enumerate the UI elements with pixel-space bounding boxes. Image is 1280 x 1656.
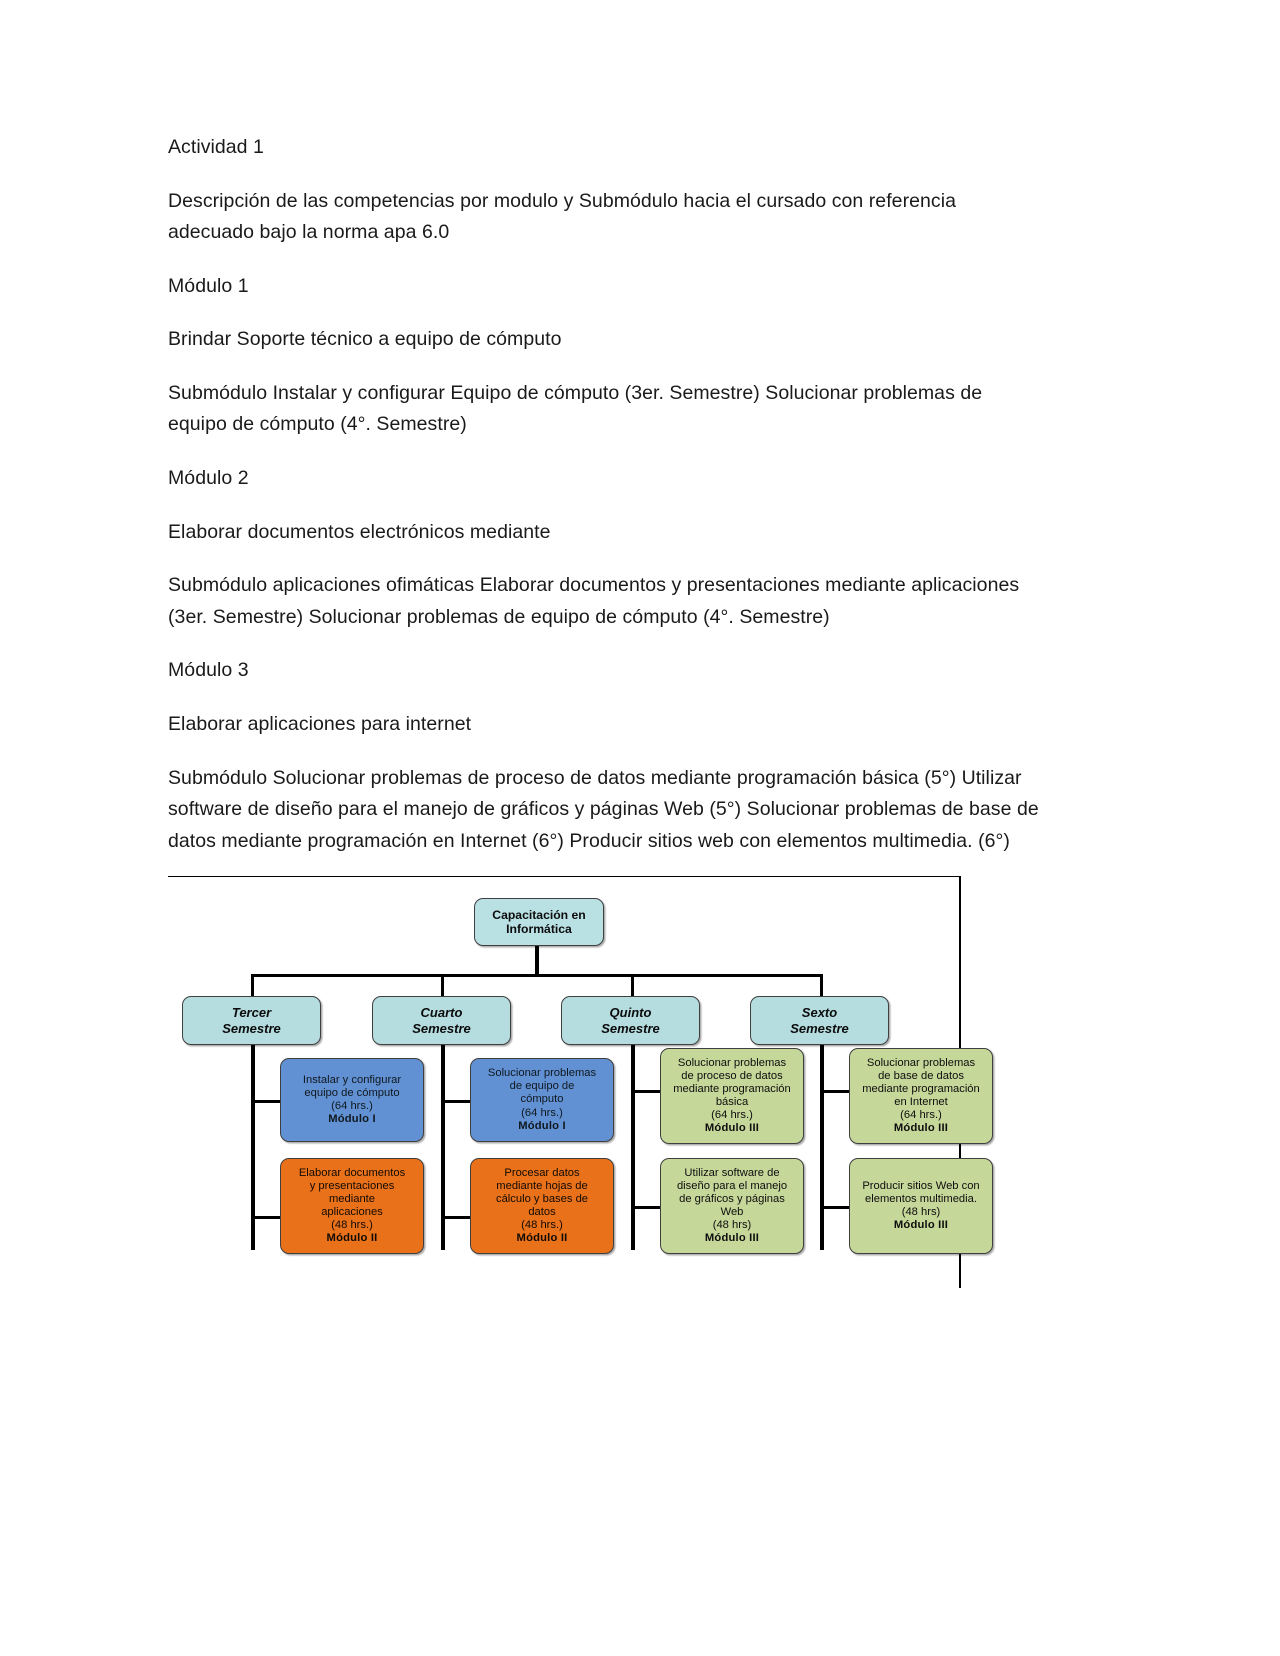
paragraph-modulo-3-submodulo: Submódulo Solucionar problemas de proces… <box>168 766 1039 852</box>
node-semester-quinto[interactable]: Quinto Semestre <box>561 996 700 1045</box>
edge-sem4-spine <box>820 1028 824 1250</box>
node-submodule-c1r2-line3: mediante <box>328 1192 376 1205</box>
node-submodule-c1r1-line1: Instalar y configurar <box>302 1073 402 1086</box>
edge-bus-to-sem4 <box>820 974 823 996</box>
node-semester-tercer[interactable]: Tercer Semestre <box>182 996 321 1045</box>
node-submodule-c3r1-hours: (64 hrs.) <box>711 1109 753 1122</box>
edge-root-stem <box>535 946 539 976</box>
node-submodule-c2r2-line2: mediante hojas de <box>496 1179 588 1192</box>
edge-sem1-spine <box>251 1028 255 1250</box>
paragraph-modulo-2-submodulo: Submódulo aplicaciones ofimáticas Elabor… <box>168 574 1020 628</box>
node-submodule-c1r2-line2: y presentaciones <box>309 1179 395 1192</box>
node-submodule-c2r2-line1: Procesar datos <box>504 1166 580 1179</box>
node-submodule-c1r2[interactable]: Elaborar documentos y presentaciones med… <box>280 1158 424 1254</box>
edge-sem2-spine <box>441 1028 445 1250</box>
node-semester-quinto-line2: Semestre <box>601 1020 660 1036</box>
node-submodule-c4r2-hours: (48 hrs) <box>901 1206 941 1218</box>
node-submodule-c1r2-module: Módulo II <box>326 1232 378 1245</box>
node-semester-tercer-line2: Semestre <box>222 1020 281 1036</box>
paragraph-descripcion: Descripción de las competencias por modu… <box>168 189 956 244</box>
paragraph-modulo-1-heading: Módulo 1 <box>168 274 249 297</box>
paragraph-modulo-1-submodulo: Submódulo Instalar y configurar Equipo d… <box>168 381 983 436</box>
node-submodule-c2r2-line3: cálculo y bases de <box>495 1192 589 1205</box>
node-semester-cuarto-line1: Cuarto <box>420 1005 463 1021</box>
node-semester-sexto-line1: Sexto <box>801 1005 838 1021</box>
node-submodule-c3r2-line4: Web <box>720 1206 744 1218</box>
node-submodule-c4r1-line1: Solucionar problemas <box>866 1056 976 1069</box>
node-submodule-c2r2[interactable]: Procesar datos mediante hojas de cálculo… <box>470 1158 614 1254</box>
node-submodule-c4r2-line2: elementos multimedia. <box>865 1192 977 1205</box>
node-submodule-c2r1-module: Módulo I <box>518 1119 566 1132</box>
edge-sem1-to-row1 <box>251 1100 283 1103</box>
node-submodule-c4r2-module: Módulo III <box>893 1219 949 1232</box>
node-submodule-c2r2-hours: (48 hrs.) <box>521 1219 563 1232</box>
node-submodule-c1r2-line4: aplicaciones <box>321 1206 383 1218</box>
edge-sem3-to-row1 <box>631 1090 663 1093</box>
node-submodule-c4r1-line4: en Internet <box>894 1096 948 1108</box>
edge-sem2-to-row2 <box>441 1216 473 1219</box>
node-submodule-c2r1-line1: Solucionar problemas <box>487 1067 597 1080</box>
edge-sem1-to-row2 <box>251 1216 283 1219</box>
paragraph-modulo-1-competencia: Brindar Soporte técnico a equipo de cómp… <box>168 328 562 351</box>
node-submodule-c2r1-hours: (64 hrs.) <box>521 1106 563 1119</box>
node-submodule-c4r1[interactable]: Solucionar problemas de base de datos me… <box>849 1048 993 1144</box>
node-submodule-c2r1-line3: cómputo <box>520 1093 564 1106</box>
node-submodule-c3r2-line1: Utilizar software de <box>684 1166 780 1179</box>
paragraph-modulo-2-heading: Módulo 2 <box>168 467 249 490</box>
node-submodule-c1r1-hours: (64 hrs.) <box>331 1100 373 1112</box>
edge-horizontal-bus <box>251 974 823 977</box>
edge-sem3-spine <box>631 1028 635 1250</box>
node-semester-sexto[interactable]: Sexto Semestre <box>750 996 889 1045</box>
node-submodule-c3r2[interactable]: Utilizar software de diseño para el mane… <box>660 1158 804 1254</box>
node-submodule-c3r1[interactable]: Solucionar problemas de proceso de datos… <box>660 1048 804 1144</box>
diagram-top-rule <box>168 876 960 877</box>
node-semester-quinto-line1: Quinto <box>609 1005 652 1021</box>
node-submodule-c3r2-line2: diseño para el manejo <box>676 1179 788 1192</box>
node-submodule-c1r2-line1: Elaborar documentos <box>298 1166 406 1179</box>
node-semester-sexto-line2: Semestre <box>790 1020 849 1036</box>
node-submodule-c3r1-line2: de proceso de datos <box>681 1069 783 1082</box>
paragraph-modulo-2-competencia: Elaborar documentos electrónicos mediant… <box>168 520 551 543</box>
node-submodule-c1r1-line2: equipo de cómputo <box>304 1086 400 1099</box>
node-submodule-c4r1-line2: de base de datos <box>878 1069 964 1082</box>
node-submodule-c3r1-module: Módulo III <box>704 1122 760 1135</box>
edge-sem4-to-row1 <box>820 1090 852 1093</box>
node-submodule-c2r1[interactable]: Solucionar problemas de equipo de cómput… <box>470 1058 614 1142</box>
node-submodule-c3r1-line3: mediante programación <box>673 1082 791 1095</box>
node-submodule-c4r1-line3: mediante programación <box>862 1082 980 1095</box>
node-submodule-c1r1[interactable]: Instalar y configurar equipo de cómputo … <box>280 1058 424 1142</box>
node-submodule-c2r2-module: Módulo II <box>516 1232 568 1245</box>
node-submodule-c3r1-line1: Solucionar problemas <box>677 1056 787 1069</box>
paragraph-modulo-3-competencia: Elaborar aplicaciones para internet <box>168 712 472 735</box>
node-submodule-c3r2-line3: de gráficos y páginas <box>679 1192 785 1205</box>
node-submodule-c4r2-line1: Producir sitios Web con <box>862 1179 980 1192</box>
org-chart: Capacitación en Informática Tercer Semes… <box>168 876 993 1296</box>
node-submodule-c2r1-line2: de equipo de <box>509 1080 575 1093</box>
node-semester-tercer-line1: Tercer <box>231 1005 272 1021</box>
edge-bus-to-sem1 <box>251 974 254 996</box>
document-body: Actividad 1 Descripción de las competenc… <box>168 132 1046 879</box>
node-submodule-c3r1-line4: básica <box>715 1096 749 1108</box>
node-submodule-c2r2-line4: datos <box>528 1206 556 1218</box>
paragraph-actividad: Actividad 1 <box>168 136 264 158</box>
node-semester-cuarto-line2: Semestre <box>412 1020 471 1036</box>
node-submodule-c1r1-module: Módulo I <box>328 1113 376 1126</box>
node-root-line2: Informática <box>506 922 572 936</box>
node-submodule-c4r1-hours: (64 hrs.) <box>900 1109 942 1122</box>
edge-sem4-to-row2 <box>820 1206 852 1209</box>
node-submodule-c3r2-hours: (48 hrs) <box>712 1219 752 1232</box>
paragraph-modulo-3-heading: Módulo 3 <box>168 659 249 682</box>
edge-sem2-to-row1 <box>441 1100 473 1103</box>
node-submodule-c1r2-hours: (48 hrs.) <box>331 1219 373 1232</box>
node-root-line1: Capacitación en <box>492 907 586 922</box>
node-semester-cuarto[interactable]: Cuarto Semestre <box>372 996 511 1045</box>
node-submodule-c3r2-module: Módulo III <box>704 1232 760 1245</box>
edge-bus-to-sem2 <box>441 974 444 996</box>
edge-bus-to-sem3 <box>631 974 634 996</box>
node-submodule-c4r1-module: Módulo III <box>893 1122 949 1135</box>
node-submodule-c4r2[interactable]: Producir sitios Web con elementos multim… <box>849 1158 993 1254</box>
edge-sem3-to-row2 <box>631 1206 663 1209</box>
node-root[interactable]: Capacitación en Informática <box>474 898 604 946</box>
